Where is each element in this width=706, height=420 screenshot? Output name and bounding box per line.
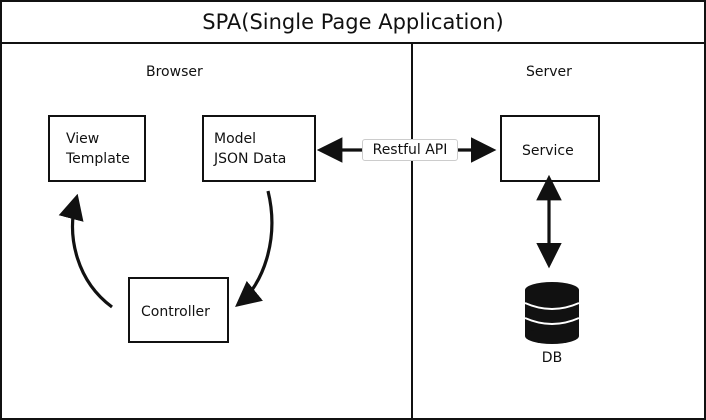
view-template-label: View Template xyxy=(66,131,130,167)
controller-box: Controller xyxy=(128,277,229,343)
browser-server-divider xyxy=(411,44,413,418)
view-template-box: View Template xyxy=(48,115,146,182)
service-label: Service xyxy=(522,143,574,159)
server-section-label: Server xyxy=(526,64,572,80)
restful-api-label: Restful API xyxy=(362,139,458,161)
browser-section-label: Browser xyxy=(146,64,203,80)
controller-to-view-arrow xyxy=(58,193,113,309)
diagram-title: SPA(Single Page Application) xyxy=(2,2,704,44)
model-json-label: Model JSON Data xyxy=(214,131,287,167)
service-box: Service xyxy=(500,115,600,182)
controller-label: Controller xyxy=(141,304,210,320)
model-to-controller-arrow xyxy=(235,190,274,308)
model-json-box: Model JSON Data xyxy=(202,115,316,182)
database-icon xyxy=(524,282,580,344)
db-label: DB xyxy=(541,350,563,366)
